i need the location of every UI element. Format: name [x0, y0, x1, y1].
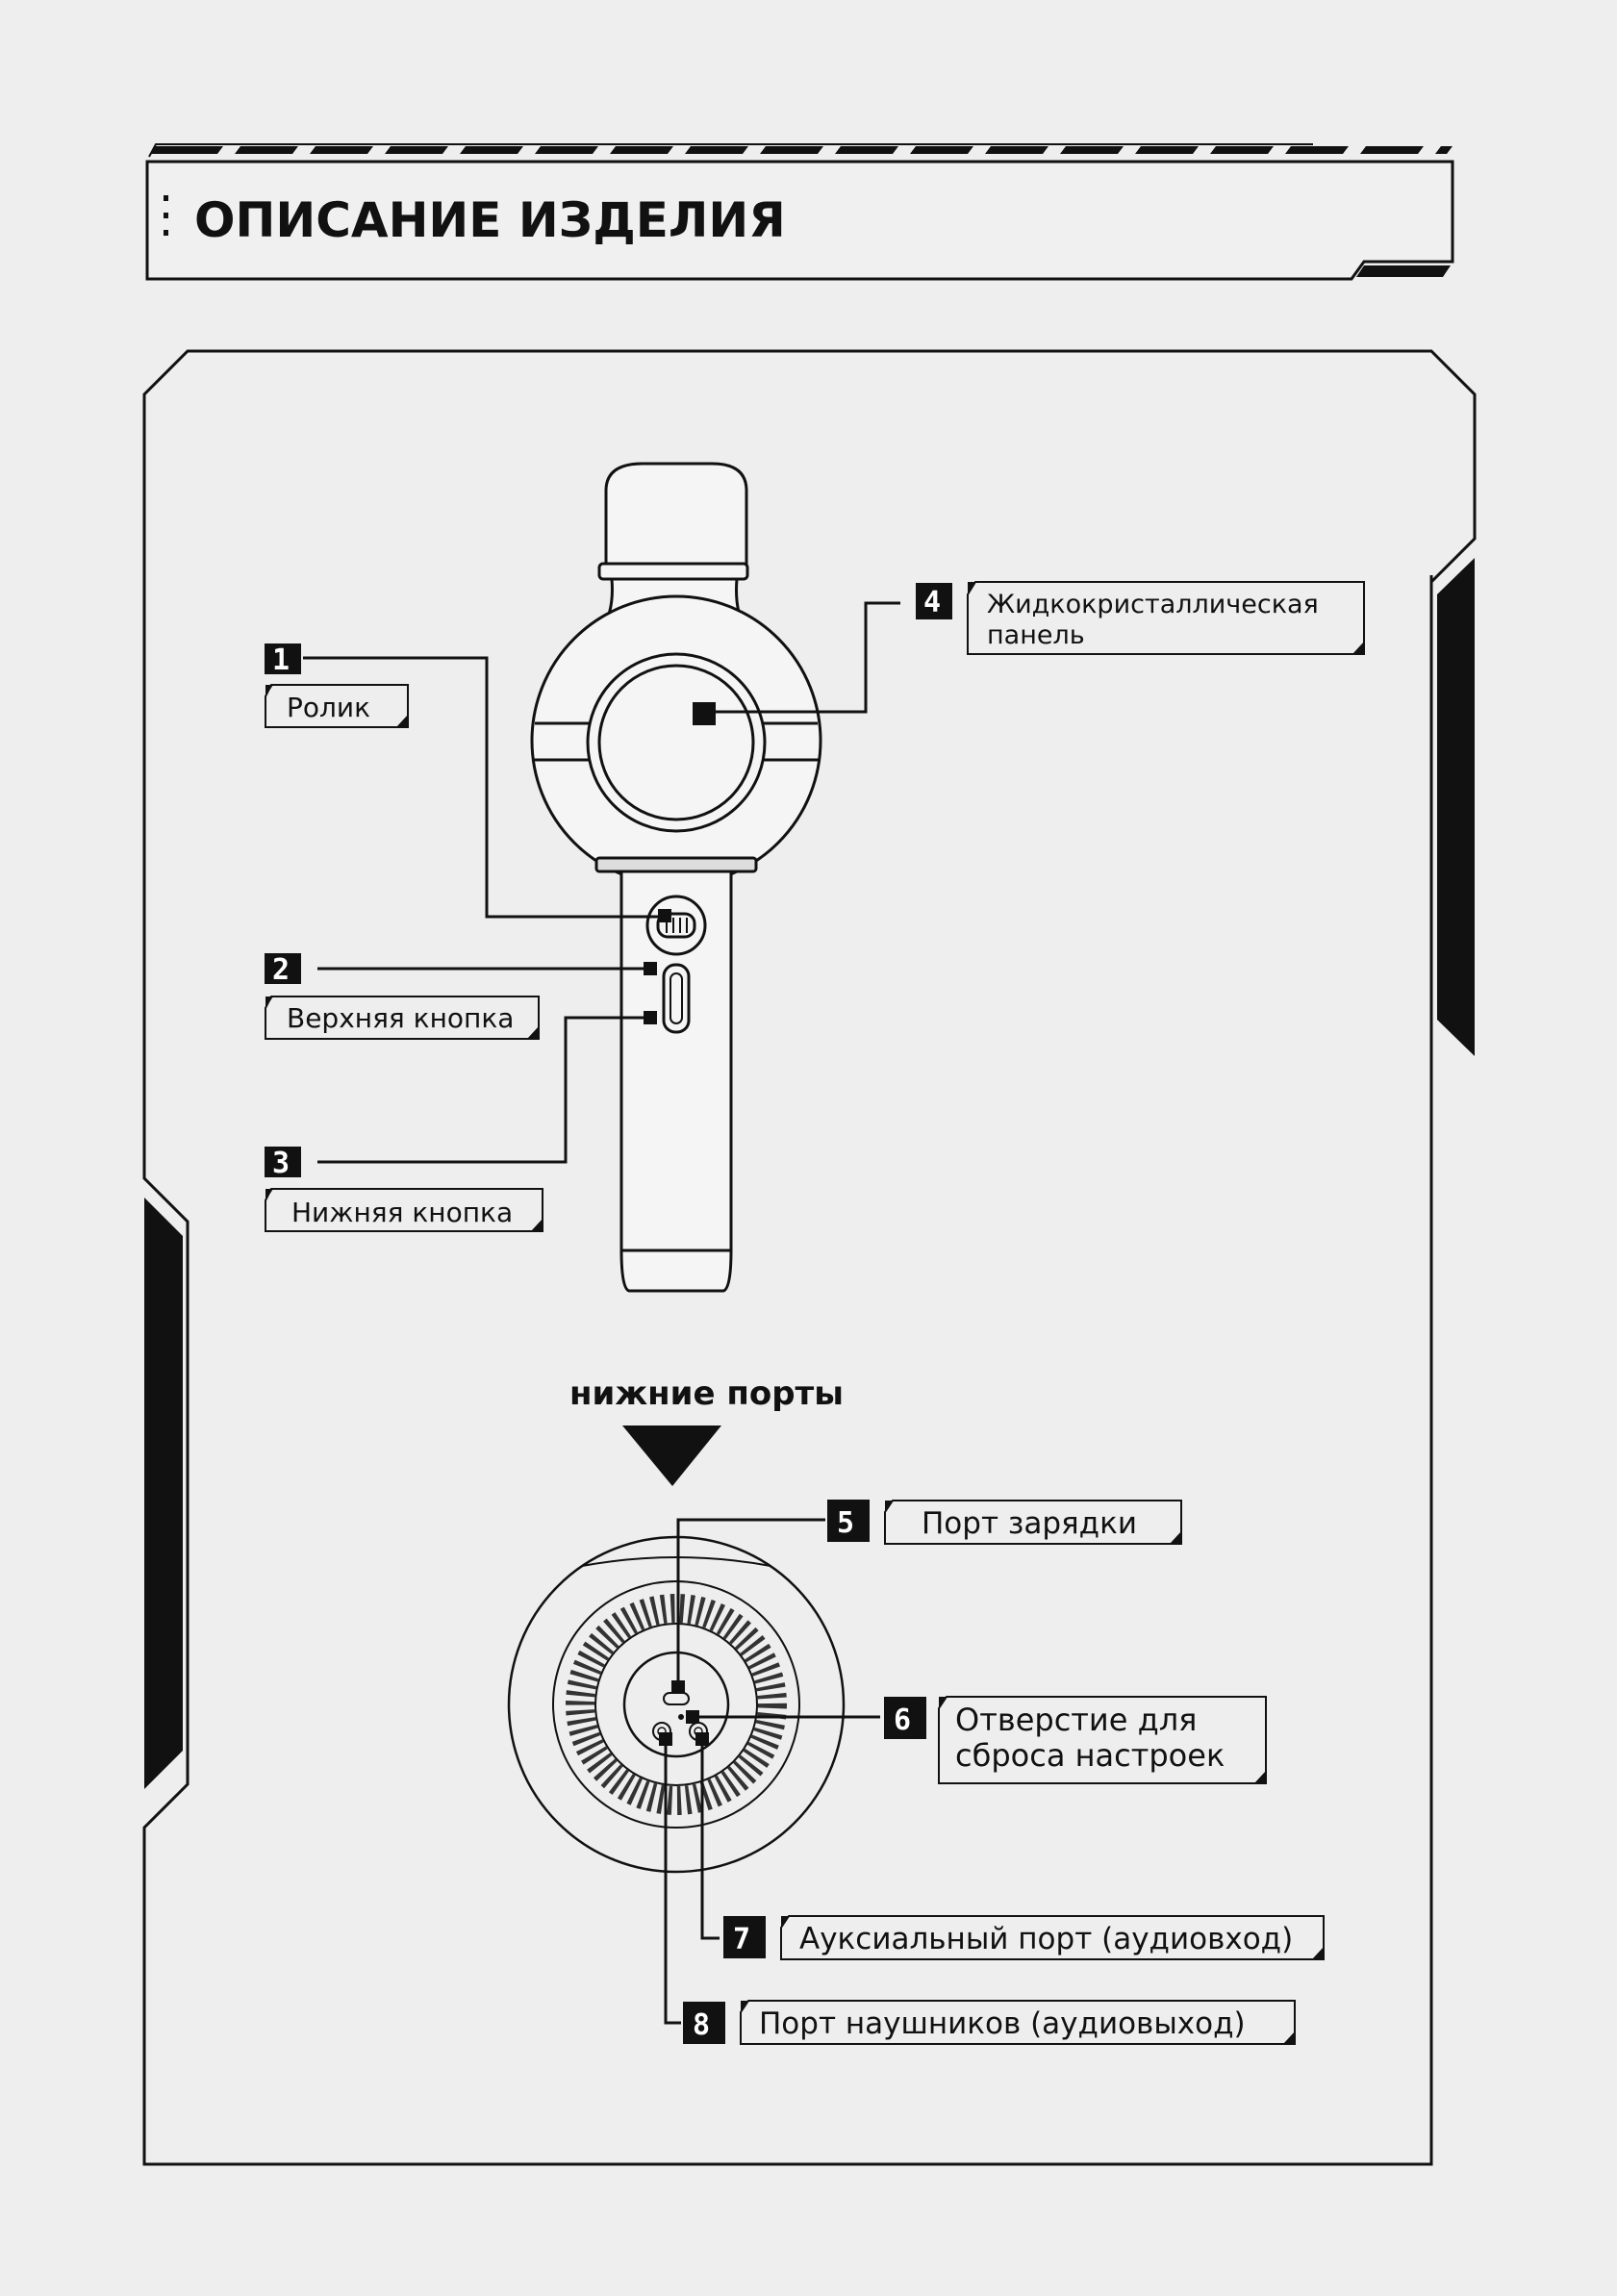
- callout-label: Верхняя кнопка: [287, 1002, 514, 1034]
- down-arrow-icon: [622, 1426, 721, 1486]
- frame-accent-left: [144, 1198, 183, 1789]
- callout-label: Ролик: [287, 692, 370, 723]
- speaker-grille: [566, 1594, 787, 1815]
- svg-text:6: 6: [894, 1703, 911, 1737]
- header-dash-strip: [150, 146, 1453, 154]
- callout-number-box: [265, 953, 301, 984]
- callout-number-box: [884, 1697, 926, 1739]
- leader-endpoints-bottom: [659, 1680, 709, 1746]
- callout-5: 5 Порт зарядки: [827, 1500, 1182, 1545]
- callout-number-box: [916, 583, 952, 619]
- svg-text:8: 8: [693, 2008, 710, 2042]
- callout-label: Нижняя кнопка: [291, 1197, 513, 1228]
- leader-lines-bottom: [664, 1518, 880, 2025]
- microphone-bottom-view: [507, 1535, 846, 1874]
- callout-2: 2 Верхняя кнопка: [265, 953, 540, 1040]
- callout-6: 6 Отверстие для сброса настроек: [884, 1696, 1267, 1784]
- callout-label-line1: Отверстие для: [955, 1702, 1197, 1738]
- callout-number-box: [265, 1147, 301, 1177]
- callout-number-box: [723, 1916, 766, 1958]
- header-frame: [145, 160, 1454, 281]
- callout-label-line2: панель: [987, 620, 1085, 650]
- svg-text:7: 7: [733, 1923, 750, 1956]
- svg-text:5: 5: [837, 1506, 854, 1540]
- lcd-panel: [597, 664, 755, 821]
- header-banner: ОПИСАНИЕ ИЗДЕЛИЯ: [145, 143, 1454, 281]
- svg-text:4: 4: [923, 586, 941, 619]
- callout-number-box: [265, 643, 301, 674]
- callout-label-line1: Жидкокристаллическая: [987, 590, 1319, 619]
- frame-accent-right: [1437, 558, 1475, 1056]
- callout-label-line2: сброса настроек: [955, 1737, 1225, 1774]
- leader-lines-front: [303, 601, 900, 1164]
- callout-number-box: [683, 2002, 725, 2044]
- content-frame: [142, 349, 1477, 2166]
- page-title: ОПИСАНИЕ ИЗДЕЛИЯ: [194, 192, 786, 248]
- callout-7: 7 Ауксиальный порт (аудиовход): [723, 1915, 1325, 1960]
- callout-number-box: [827, 1500, 870, 1542]
- callout-label: Порт зарядки: [922, 1506, 1137, 1541]
- reset-hole: [678, 1714, 684, 1720]
- leader-endpoints-front: [644, 702, 716, 1024]
- svg-text:3: 3: [272, 1147, 290, 1180]
- microphone-front-view: [530, 462, 822, 1293]
- bottom-ports-heading: нижние порты: [569, 1375, 844, 1413]
- callout-label: Порт наушников (аудиовыход): [759, 2006, 1246, 2041]
- svg-text:1: 1: [272, 643, 290, 677]
- callout-3: 3 Нижняя кнопка: [265, 1147, 543, 1232]
- callout-4: 4 Жидкокристаллическая панель: [916, 581, 1365, 655]
- title-dots: [164, 195, 168, 236]
- callout-1: 1 Ролик: [265, 643, 409, 728]
- microphone-handle: [619, 870, 733, 1293]
- callout-label: Ауксиальный порт (аудиовход): [799, 1922, 1293, 1956]
- callout-8: 8 Порт наушников (аудиовыход): [683, 2000, 1296, 2045]
- svg-text:2: 2: [272, 953, 290, 987]
